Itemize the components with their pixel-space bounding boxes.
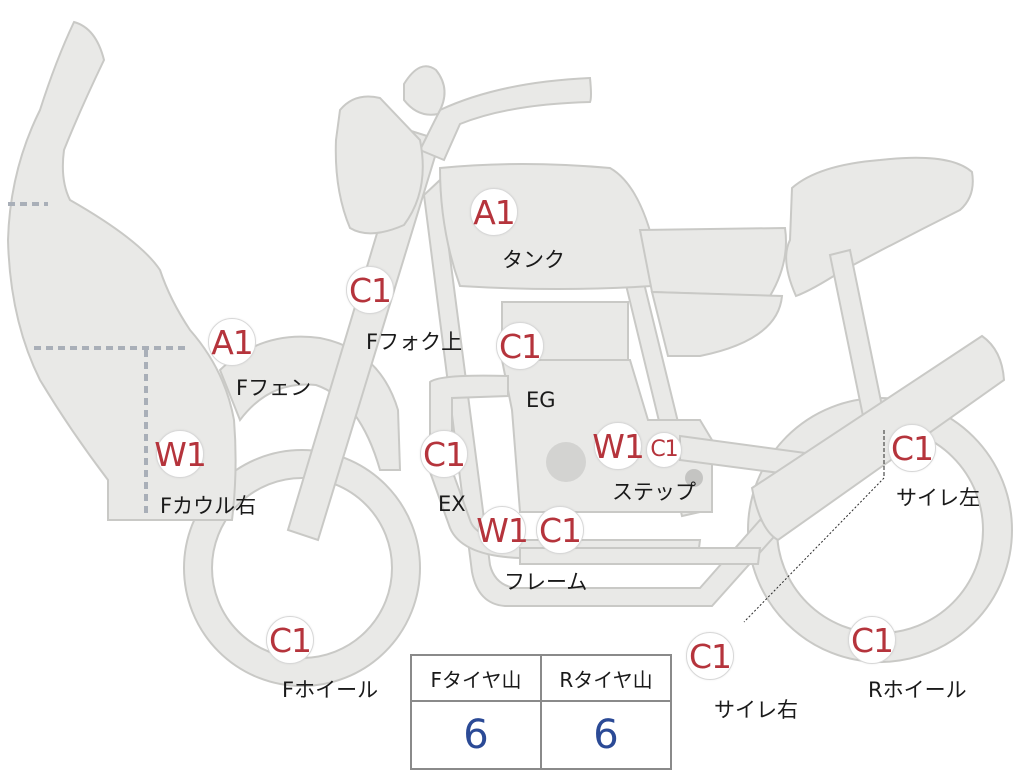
f-fork-upper-code: C1 — [346, 266, 394, 314]
f-wheel-label: Fホイール — [282, 678, 379, 702]
engine-code: C1 — [496, 322, 544, 370]
front-cowl-shape — [6, 20, 237, 521]
engine-label: EG — [526, 388, 556, 412]
r-wheel-label: Rホイール — [868, 678, 967, 702]
tire-table-value-row: 6 6 — [410, 700, 672, 770]
r-tire-value: 6 — [540, 700, 672, 770]
seat-shape — [785, 156, 974, 298]
frame-code-c1: C1 — [536, 506, 584, 554]
engine-bolt-shape — [685, 469, 703, 487]
mirror-shape — [403, 65, 446, 116]
frame-code-w1: W1 — [476, 506, 529, 554]
step-label: ステップ — [612, 480, 696, 504]
tank-label: タンク — [502, 248, 565, 272]
step-code-c1: C1 — [646, 432, 682, 468]
f-cowl-right-label: Fカウル右 — [160, 494, 257, 518]
exhaust-code: C1 — [420, 430, 468, 478]
f-wheel-code: C1 — [266, 616, 314, 664]
handlebar-shape — [418, 76, 592, 162]
f-tire-header: Fタイヤ山 — [410, 654, 542, 702]
f-fender-code: A1 — [208, 318, 256, 366]
silencer-right-leader — [743, 477, 885, 623]
silencer-left-label: サイレ左 — [896, 486, 980, 510]
r-tire-header: Rタイヤ山 — [540, 654, 672, 702]
r-wheel-code: C1 — [848, 616, 896, 664]
f-tire-value: 6 — [410, 700, 542, 770]
silencer-left-code: C1 — [888, 424, 936, 472]
frame-label: フレーム — [504, 570, 588, 594]
f-cowl-right-code: W1 — [154, 430, 207, 478]
side-cover-shape — [638, 226, 787, 298]
tire-table-header-row: Fタイヤ山 Rタイヤ山 — [410, 654, 672, 702]
exhaust-label: EX — [438, 492, 466, 516]
silencer-right-label: サイレ右 — [714, 698, 798, 722]
silencer-right-code: C1 — [686, 632, 734, 680]
f-fender-label: Fフェン — [236, 376, 312, 400]
headlight-shape — [334, 95, 424, 235]
f-fork-upper-label: Fフォク上 — [366, 330, 463, 354]
front-wheel-shape — [183, 449, 422, 687]
silencer-shape — [750, 334, 1006, 542]
battery-shape — [650, 290, 784, 357]
engine-cover-shape — [546, 442, 586, 482]
step-code-w1: W1 — [592, 422, 645, 470]
tank-code: A1 — [470, 188, 518, 236]
exhaust-pipe-shape — [519, 547, 762, 565]
tire-tread-table: Fタイヤ山 Rタイヤ山 6 6 — [410, 654, 672, 770]
